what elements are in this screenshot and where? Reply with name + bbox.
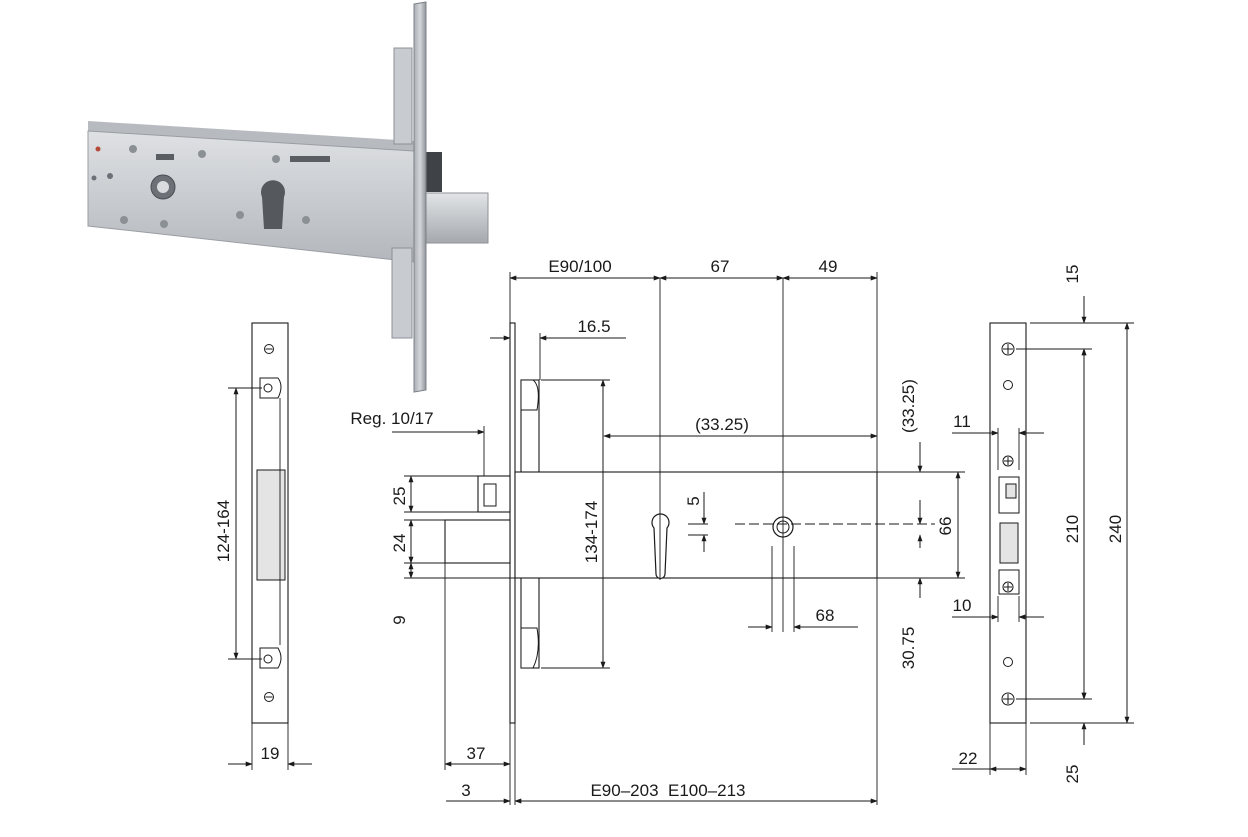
regulation-label: Reg. 10/17 xyxy=(350,409,433,428)
right-bolt-slot xyxy=(999,522,1019,564)
lock-case-top-face xyxy=(88,121,414,151)
bolt-height-label: 24 xyxy=(390,534,409,553)
right-hole-upper-icon xyxy=(1003,380,1013,390)
lock-product-illustration xyxy=(87,1,489,393)
right-bottom-screw-icon xyxy=(1001,692,1015,706)
bolt-gap-label: 9 xyxy=(390,615,409,624)
case-screw-5 xyxy=(160,220,168,228)
left-width-label: 19 xyxy=(261,744,280,763)
right-offset-label: 49 xyxy=(819,257,838,276)
bottom-margin-label: 25 xyxy=(1063,765,1082,784)
case-slot-upper xyxy=(290,156,330,162)
lower-offset-label: 30.75 xyxy=(899,627,918,670)
cylinder-offset-label: 5 xyxy=(684,496,703,505)
left-upper-pin xyxy=(263,383,273,393)
backset-label: E90/100 xyxy=(548,257,611,276)
left-top-screw-icon xyxy=(264,344,274,354)
right-mid-screw-lower-icon xyxy=(1002,581,1014,593)
center-latch-bolt xyxy=(477,475,511,513)
left-length-label: 124-164 xyxy=(214,500,233,562)
case-screw-1 xyxy=(129,145,137,153)
stroke-range-label: 134-174 xyxy=(582,501,601,563)
center-upper-latch xyxy=(520,379,539,411)
case-hole-red xyxy=(95,146,101,152)
case-screw-4 xyxy=(120,216,128,224)
fixing-distance-label: 210 xyxy=(1063,515,1082,543)
right-hole-lower-icon xyxy=(1003,657,1013,667)
right-top-screw-icon xyxy=(1001,342,1015,356)
left-lower-pin xyxy=(263,654,273,664)
center-distance-label: 67 xyxy=(711,257,730,276)
latch-height-label: 25 xyxy=(390,487,409,506)
lock-bolt xyxy=(419,192,489,244)
case-screw-6 xyxy=(236,211,244,219)
left-strike-view: 124-164 19 xyxy=(214,322,312,770)
cylinder-cutout-icon xyxy=(651,513,670,580)
left-plate-channel xyxy=(256,469,286,581)
spindle-core xyxy=(157,181,169,193)
plate-width-label: 22 xyxy=(959,749,978,768)
top-margin-label: 15 xyxy=(1063,265,1082,284)
bolt-throw-label: 37 xyxy=(467,744,486,763)
center-lower-latch xyxy=(520,627,539,669)
center-dead-bolt xyxy=(444,519,511,564)
overall-length-label: E90–203 E100–213 xyxy=(590,781,745,800)
slot-width-lower-label: 10 xyxy=(953,596,972,615)
lock-faceplate xyxy=(413,1,427,393)
plate-length-label: 240 xyxy=(1106,515,1125,543)
case-screw-3 xyxy=(272,155,280,163)
lower-rod-guide xyxy=(391,247,413,339)
half-spacing-h-label: (33.25) xyxy=(695,415,749,434)
center-faceplate xyxy=(509,322,516,724)
case-screw-7 xyxy=(302,216,310,224)
right-strike-view: 11 10 15 210 240 25 22 xyxy=(952,265,1134,784)
left-bottom-screw-icon xyxy=(264,692,274,702)
right-mid-screw-upper-icon xyxy=(1002,455,1014,467)
spindle-distance-label: 68 xyxy=(816,606,835,625)
center-case xyxy=(514,471,878,579)
case-screw-2 xyxy=(198,150,206,158)
case-hole-3 xyxy=(91,175,97,181)
faceplate-offset-label: 16.5 xyxy=(577,317,610,336)
faceplate-thickness-label: 3 xyxy=(461,781,470,800)
case-hole-2 xyxy=(107,173,113,179)
slot-width-label: 11 xyxy=(953,412,971,431)
half-spacing-v-label: (33.25) xyxy=(899,379,918,433)
center-lock-view: E90/100 67 49 16.5 Reg. 10/17 (33.25) 13… xyxy=(350,257,965,805)
case-slot-small xyxy=(156,154,174,160)
upper-rod-guide xyxy=(393,47,413,145)
cylinder-cutout xyxy=(261,180,285,229)
lock-case-body xyxy=(87,130,415,263)
case-height-label: 66 xyxy=(936,517,955,536)
